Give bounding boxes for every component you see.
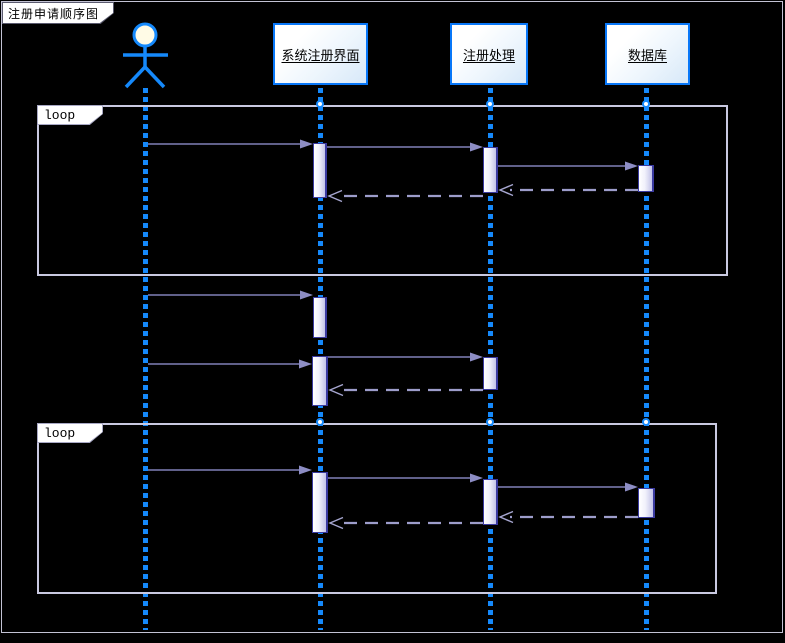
lifeline-label: 数据库 [627,47,667,63]
actor-figure[interactable] [118,18,174,90]
lifeline-frame-crossing-dot [642,418,650,426]
lifeline-frame-crossing-dot [486,418,494,426]
lifeline-actor[interactable] [143,88,148,630]
lifeline-label: 注册处理 [462,47,515,63]
message-7-actor-to-ui[interactable] [148,359,312,369]
activation-bar-database-loop2[interactable] [638,488,655,518]
lifeline-frame-crossing-dot [316,418,324,426]
diagram-title: 注册申请顺序图 [3,3,113,23]
diagram-title-tab[interactable]: 注册申请顺序图 [2,2,114,24]
lifeline-frame-crossing-dot [642,100,650,108]
activation-bar-handler-loop2[interactable] [483,479,498,525]
loop-1-operator-label: loop [38,106,102,124]
loop-fragment-1[interactable]: loop [37,105,728,276]
activation-bar-handler-loop1[interactable] [483,147,498,193]
activation-bar-handler-mid[interactable] [483,357,498,390]
lifeline-frame-crossing-dot [486,100,494,108]
lifeline-head-database[interactable]: 数据库 [605,23,690,85]
activation-bar-database-loop1[interactable] [638,165,654,192]
loop-2-operator-label: loop [38,424,102,442]
activation-bar-ui-loop1[interactable] [313,143,327,198]
lifeline-label: 系统注册界面 [281,47,360,63]
lifeline-frame-crossing-dot [316,100,324,108]
loop-2-operator-tab: loop [37,423,103,443]
activation-bar-ui-loop2[interactable] [312,472,328,533]
actor-left-leg-icon [124,65,147,89]
message-9-handler-return-ui[interactable] [328,383,483,397]
actor-head-icon [132,22,158,48]
activation-bar-ui-mid2[interactable] [312,356,328,406]
activation-bar-ui-mid1[interactable] [313,297,327,338]
message-6-actor-to-ui[interactable] [148,290,313,300]
lifeline-head-system-register-ui[interactable]: 系统注册界面 [273,23,368,85]
loop-1-operator-tab: loop [37,105,103,125]
actor-right-leg-icon [143,65,166,89]
loop-fragment-2[interactable]: loop [37,423,717,594]
lifeline-database[interactable] [644,88,649,630]
message-8-ui-to-handler[interactable] [328,352,483,362]
lifeline-head-register-handler[interactable]: 注册处理 [450,23,528,85]
